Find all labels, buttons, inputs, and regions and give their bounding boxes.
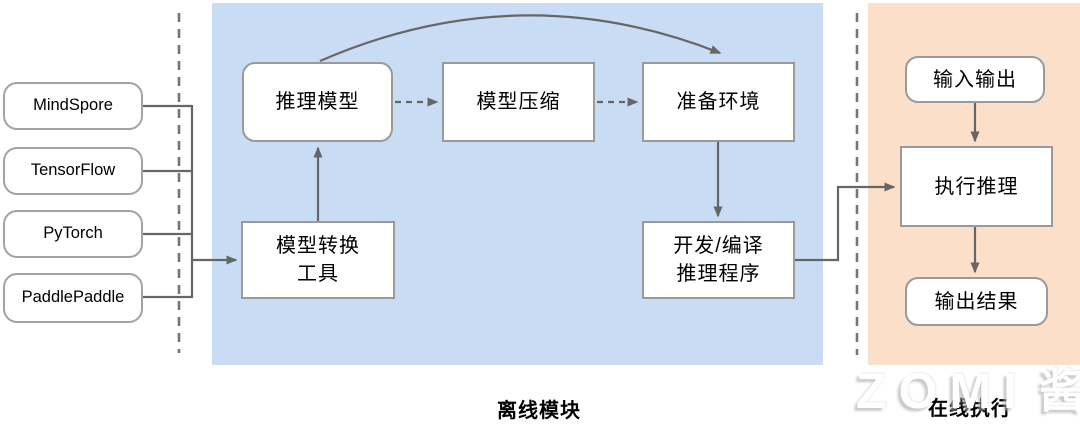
node-execute-inference: 执行推理	[900, 146, 1053, 227]
watermark-latin-text: ZOMI	[856, 363, 1029, 419]
online-execution-label: 在线执行	[928, 398, 1012, 420]
node-model-compression: 模型压缩	[442, 62, 595, 142]
arc-inference-model-to-prepare-env	[319, 14, 722, 63]
node-output-result: 输出结果	[905, 277, 1048, 326]
node-dev-compile-program: 开发/编译 推理程序	[642, 221, 795, 299]
arrow-dev-compile-to-execute-inference	[795, 182, 896, 262]
node-pytorch: PyTorch	[3, 210, 143, 258]
offline-module-label: 离线模块	[497, 400, 581, 422]
node-tensorflow: TensorFlow	[3, 147, 143, 195]
node-mindspore: MindSpore	[3, 82, 143, 130]
node-prepare-environment: 准备环境	[642, 62, 795, 142]
framework-bus	[143, 104, 238, 299]
zomi-watermark: ZOMI 酱	[856, 366, 1080, 416]
node-inference-model: 推理模型	[242, 62, 393, 142]
watermark-cjk-text: 酱	[1038, 365, 1080, 417]
node-input-output: 输入输出	[905, 56, 1045, 103]
node-paddlepaddle: PaddlePaddle	[3, 273, 143, 323]
node-model-converter-tool: 模型转换 工具	[241, 221, 395, 299]
